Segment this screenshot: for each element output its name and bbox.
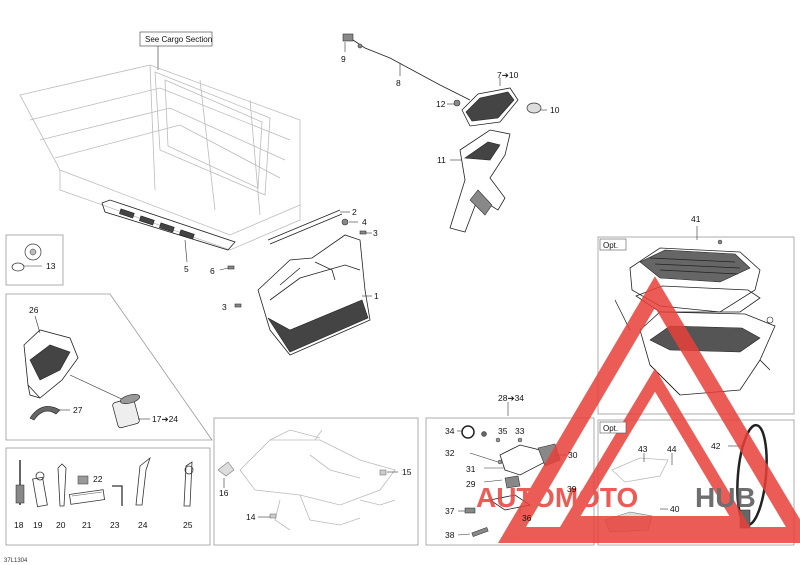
vehicle-sketch xyxy=(217,429,398,531)
callout-2: 2 xyxy=(352,207,357,217)
callout-30: 30 xyxy=(568,450,578,460)
callout-29: 29 xyxy=(466,479,476,489)
part-8-cable xyxy=(342,33,471,101)
callout-40: 40 xyxy=(670,504,680,514)
callout-24: 24 xyxy=(138,520,148,530)
callout-9: 9 xyxy=(341,54,346,64)
part-12-grommet xyxy=(453,99,461,107)
callout-41: 41 xyxy=(691,214,701,224)
frame-41 xyxy=(597,236,795,415)
callout-20: 20 xyxy=(56,520,66,530)
part-3-screw-b xyxy=(234,303,242,308)
callout-39: 39 xyxy=(567,484,577,494)
watermark: AUTOMOTO HUB xyxy=(476,276,800,543)
callout-4: 4 xyxy=(362,217,367,227)
watermark-triangle-inner xyxy=(559,368,751,528)
part-3-screw-a xyxy=(359,230,367,235)
callout-15: 15 xyxy=(402,467,412,477)
callout-42: 42 xyxy=(711,441,721,451)
opt-tag-42: Opt. xyxy=(603,424,618,433)
part-26-pouch xyxy=(23,315,129,403)
callout-22: 22 xyxy=(93,474,103,484)
callout-14: 14 xyxy=(246,512,256,522)
callout-17: 17➔24 xyxy=(152,414,178,424)
callout-35: 35 xyxy=(498,426,508,436)
part-27-strap xyxy=(29,406,70,421)
callout-19: 19 xyxy=(33,520,43,530)
callout-25: 25 xyxy=(183,520,193,530)
opt-tag-41: Opt. xyxy=(603,241,618,250)
frame-13 xyxy=(5,234,64,286)
frame-tools xyxy=(5,447,211,546)
part-4-nut xyxy=(341,218,349,226)
note-box xyxy=(139,31,213,47)
callout-7: 7➔10 xyxy=(497,70,519,80)
cargo-rack xyxy=(19,64,301,251)
frame-vehicle xyxy=(213,417,419,546)
part-1-flap xyxy=(257,234,372,356)
part-2-strip xyxy=(267,209,350,245)
callout-34: 34 xyxy=(445,426,455,436)
part-10-bulb xyxy=(526,102,547,114)
callout-12: 12 xyxy=(436,99,446,109)
drawing-code: 37L1304 xyxy=(4,558,28,564)
part-5-plate xyxy=(101,199,236,263)
callout-44: 44 xyxy=(667,444,677,454)
frame-26-27 xyxy=(5,293,213,441)
tools-18-25 xyxy=(15,456,194,508)
callout-43: 43 xyxy=(638,444,648,454)
callout-37: 37 xyxy=(445,506,455,516)
callout-32: 32 xyxy=(445,448,455,458)
callout-16: 16 xyxy=(219,488,229,498)
callout-3a: 3 xyxy=(373,228,378,238)
watermark-triangle-outer xyxy=(498,276,800,543)
callout-1: 1 xyxy=(374,291,379,301)
callout-11: 11 xyxy=(437,155,446,165)
callout-10: 10 xyxy=(550,105,560,115)
callout-27: 27 xyxy=(73,405,83,415)
callout-23: 23 xyxy=(110,520,120,530)
callout-21: 21 xyxy=(82,520,92,530)
callout-6: 6 xyxy=(210,266,215,276)
callout-13: 13 xyxy=(46,261,56,271)
callout-18: 18 xyxy=(14,520,24,530)
callout-33: 33 xyxy=(515,426,525,436)
top-note: See Cargo Section xyxy=(145,35,212,44)
part-6-screw xyxy=(219,265,235,271)
watermark-text-2: HUB xyxy=(695,482,756,513)
part-17-tube xyxy=(112,394,150,429)
callout-8: 8 xyxy=(396,78,401,88)
watermark-text-1: AUTOMOTO xyxy=(476,482,638,513)
part-11-bracket xyxy=(449,129,511,233)
callout-36: 36 xyxy=(522,513,532,523)
callout-3b: 3 xyxy=(222,302,227,312)
callout-38: 38 xyxy=(445,530,455,540)
part-7-taillight xyxy=(461,78,519,127)
callout-31: 31 xyxy=(466,464,476,474)
part-41-cargo-box xyxy=(614,226,776,396)
callout-5: 5 xyxy=(184,264,189,274)
callout-26: 26 xyxy=(29,305,39,315)
callout-28: 28➔34 xyxy=(498,393,524,403)
part-13-reflector xyxy=(11,243,42,272)
